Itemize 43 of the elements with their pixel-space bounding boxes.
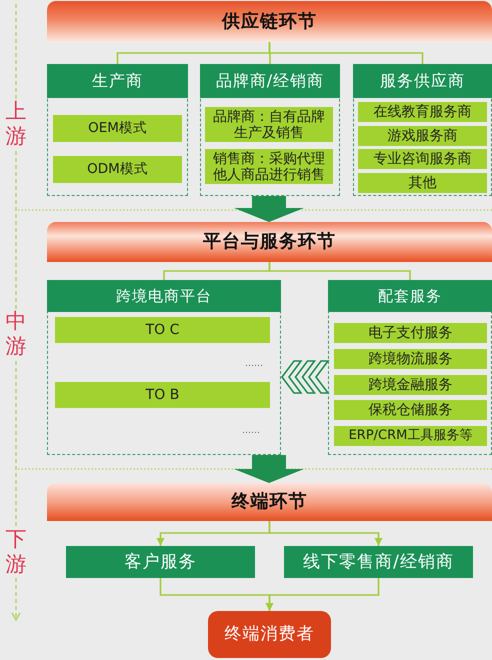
header-bar: 服务供应商 [353,64,492,98]
ellipsis-text: …… [242,426,260,436]
header-bar: 跨境电商平台 [47,280,281,312]
group-panel [47,64,188,196]
block-arrow [234,455,304,483]
item-box: 跨境物流服务 [334,349,487,369]
item-box: TO C [55,317,270,343]
item-box: ODM模式 [53,156,182,183]
item-box: 专业咨询服务商 [358,149,487,169]
item-box: 品牌商：自有品牌生产及销售 [205,107,333,142]
connector-line [268,42,424,64]
rounded-box: 终端消费者 [208,611,331,658]
item-box: 销售商：采购代理他人商品进行销售 [205,149,333,184]
item-box: 其他 [358,173,487,193]
item-box: 在线教育服务商 [358,102,487,122]
category-box: 线下零售商/经销商 [284,546,473,578]
stage-label: 下游 [4,527,28,577]
item-box: 保税仓储服务 [334,400,487,420]
group-panel [200,64,340,196]
stage-label: 上游 [4,99,28,149]
chevron-arrow [281,360,330,394]
item-box: 电子支付服务 [334,323,487,343]
header-bar: 配套服务 [328,280,492,312]
section-banner: 平台与服务环节 [47,222,492,262]
block-arrow [234,196,304,222]
ellipsis-text: …… [245,359,263,369]
stage-label: 中游 [4,309,28,359]
header-bar: 生产商 [47,64,188,98]
header-bar: 品牌商/经销商 [200,64,340,98]
group-panel [353,64,492,196]
section-banner: 终端环节 [47,483,492,521]
connector-line [268,262,411,280]
item-box: TO B [55,382,270,408]
item-box: OEM模式 [53,115,182,142]
item-box: ERP/CRM工具服务等 [334,426,487,446]
group-panel [328,280,492,455]
arrow [266,578,380,611]
item-box: 跨境金融服务 [334,375,487,395]
section-banner: 供应链环节 [47,1,492,42]
item-box: 游戏服务商 [358,126,487,146]
arrow [268,521,382,546]
category-box: 客户服务 [66,546,255,578]
group-panel [47,280,281,455]
